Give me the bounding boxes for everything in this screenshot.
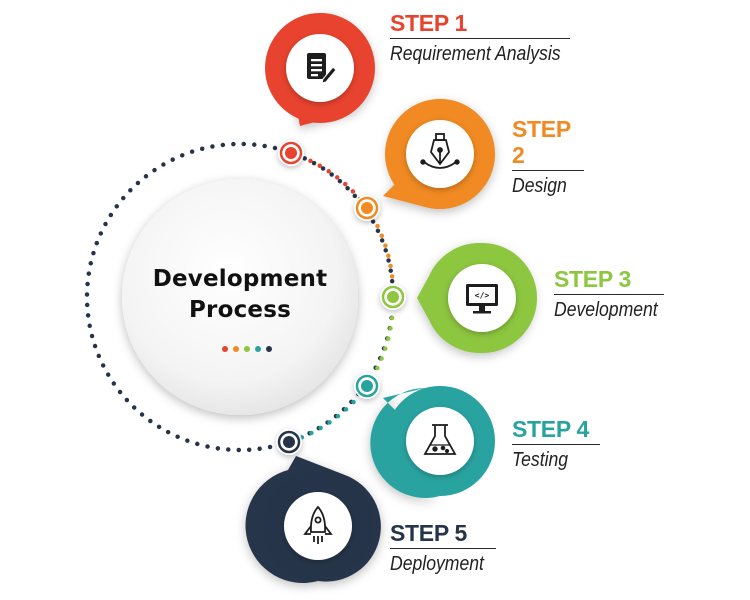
ring-marker-step5 — [276, 429, 302, 455]
pen-nib-icon — [420, 133, 460, 169]
step3-rule — [554, 294, 664, 295]
step2-subtitle: Design — [512, 175, 567, 197]
step2-rule — [512, 170, 584, 171]
center-color-dots — [222, 346, 272, 352]
center-dot-3 — [244, 346, 250, 352]
step1-label: STEP 1 Requirement Analysis — [390, 10, 570, 66]
step4-inner — [406, 407, 474, 475]
ring-arc-step3 — [364, 294, 396, 389]
step3-bubble: </> — [417, 242, 537, 353]
step1-title: STEP 1 — [390, 10, 468, 36]
step2-bubble — [383, 99, 495, 209]
step4-label: STEP 4 Testing — [512, 416, 600, 472]
step5-inner — [284, 492, 352, 560]
step3-title: STEP 3 — [554, 266, 632, 292]
step5-title: STEP 5 — [390, 520, 468, 546]
rocket-icon — [303, 505, 333, 544]
step4-bubble — [370, 386, 495, 498]
step1-rule — [390, 38, 570, 39]
step3-label: STEP 3 Development — [554, 266, 664, 322]
ring-marker-step4 — [354, 373, 380, 399]
step5-subtitle: Deployment — [390, 553, 484, 575]
step3-subtitle: Development — [554, 299, 658, 321]
flask-icon — [423, 424, 457, 455]
center-dot-1 — [222, 346, 228, 352]
ring-marker-step2 — [354, 195, 380, 221]
step4-title: STEP 4 — [512, 416, 590, 442]
document-pen-icon — [307, 53, 337, 84]
step5-rule — [390, 548, 496, 549]
monitor-code-icon: </> — [466, 284, 498, 314]
center-title-line1: Development — [152, 266, 328, 292]
center-dot-2 — [233, 346, 239, 352]
step4-subtitle: Testing — [512, 449, 569, 471]
ring-marker-step3 — [380, 284, 406, 310]
step5-bubble — [245, 456, 381, 583]
step1-subtitle: Requirement Analysis — [390, 43, 561, 65]
step5-label: STEP 5 Deployment — [390, 520, 496, 576]
center-title: Development Process — [120, 264, 360, 326]
step2-title: STEP 2 — [512, 116, 571, 168]
center-dot-4 — [255, 346, 261, 352]
svg-text:</>: </> — [475, 291, 490, 300]
ring-marker-step1 — [278, 140, 304, 166]
step1-bubble — [265, 13, 375, 126]
step2-label: STEP 2 Design — [512, 116, 584, 198]
step4-rule — [512, 444, 600, 445]
step4-pin — [370, 388, 440, 498]
center-title-line2: Process — [188, 297, 291, 323]
center-circle — [122, 179, 358, 415]
center-dot-5 — [266, 346, 272, 352]
